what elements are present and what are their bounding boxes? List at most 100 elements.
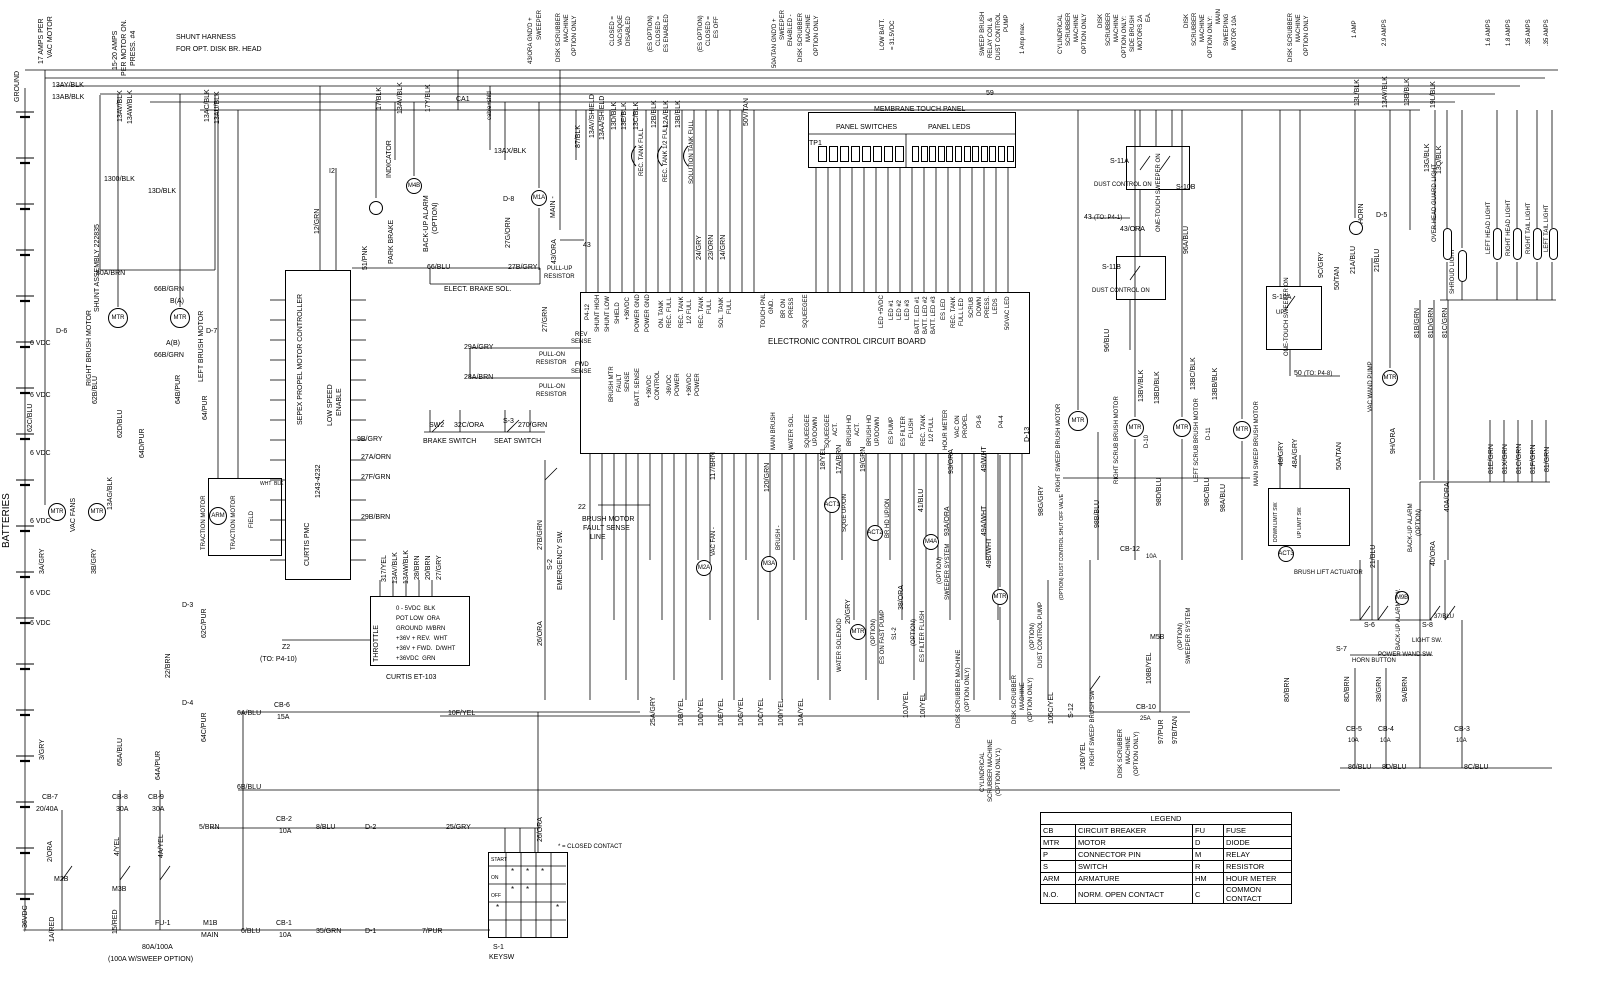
wire-label: ES OFF [714, 16, 720, 38]
wire-label: OVER HEAD GUARD LIGHT [1432, 163, 1438, 242]
wire-line [1429, 605, 1441, 621]
wire-label: cable+shld [487, 91, 493, 120]
legend-cell: ARMATURE [1075, 872, 1193, 885]
legend-cell: C [1192, 884, 1224, 904]
wire-label: 26/ORA [537, 621, 544, 646]
wire-label: 27B/GRN [537, 520, 544, 550]
wire-label: LINE [590, 534, 606, 541]
legend-cell: M [1192, 848, 1224, 861]
wire-label: 40/ORA [1430, 541, 1437, 566]
wire-label: 48A/GRY [1292, 438, 1299, 468]
legend-cell: RESISTOR [1223, 860, 1292, 873]
wire-label: 12/GRN [314, 208, 321, 234]
wire-label: RIGHT SWEEP BRUSH SW [1090, 690, 1096, 766]
relay-circle: M9B [1395, 591, 1409, 605]
wire-label: 1.6 AMPS [1486, 19, 1492, 46]
wire-label: SOLUTION TANK FULL [689, 119, 695, 184]
wire-label: SHUNT ASSEMBLY 222835 [94, 224, 101, 312]
actuator-circle: ACT1 [824, 497, 840, 513]
wire-label: 4/YEL [114, 836, 121, 856]
wire-label: (ES OPTION) [648, 15, 654, 52]
wire-label: START [491, 857, 507, 863]
wire-label: 27F/GRN [361, 474, 391, 481]
wire-label: I2 [329, 168, 335, 175]
wire-label: 35/GRN [316, 928, 342, 935]
wire-label: MACHINE [1200, 14, 1206, 42]
wire-label: 3A/GRY [39, 548, 46, 574]
wire-label: CB-1 [276, 920, 292, 927]
wire-label: DISK SCRUBBER [1012, 674, 1018, 724]
wire-label: RIGHT HEAD LIGHT [1506, 199, 1512, 256]
legend-title-row: LEGEND [1040, 812, 1292, 825]
wire-label: BACK-UP ALARM [423, 195, 430, 252]
motor-circle: MTR [992, 589, 1008, 605]
legend-cell: D [1192, 836, 1224, 849]
wire-label: 4A/YEL [158, 834, 165, 858]
one-touch-sweeper-switch-box [1126, 146, 1190, 190]
wire-label: 20/BRN [425, 555, 432, 580]
wire-label: HORN BUTTON [1352, 658, 1396, 664]
wire-label: DUST CONTROL [996, 12, 1002, 60]
wire-label: 98A/BLU [1220, 483, 1227, 512]
wire-label: D-10 [1144, 434, 1150, 448]
wire-line [1359, 605, 1371, 621]
wire-line [544, 467, 558, 481]
wire-label: 13AV/BLK [1382, 76, 1389, 108]
wire-label: DISK SCRUBBER [1288, 12, 1294, 62]
wire-label: CB-5 [1346, 726, 1362, 733]
wire-label: (TO: P4-10) [260, 656, 297, 663]
wire-line [1444, 605, 1456, 621]
wire-label: 64B/PUR [175, 374, 182, 404]
wire-label: 25A [1140, 716, 1151, 722]
wire-label: CURTIS ET-103 [386, 674, 437, 681]
wire-label: SEAT SWITCH [494, 438, 542, 445]
wire-label: 12B/BLK [651, 100, 658, 128]
wire-label: 7/PUR [422, 928, 443, 935]
wire-label: LEFT SCRUB BRUSH MOTOR [1194, 398, 1200, 482]
wire-label: 9H/ORA [1390, 427, 1397, 454]
wire-label: (OPTION) [1030, 623, 1036, 650]
wire-label: 13B/BLK [1404, 78, 1411, 106]
wire-label: S-10A [1272, 294, 1292, 301]
wire-label: 21A/BLU [1350, 245, 1357, 274]
wire-label: +36V + REV. WHT [396, 636, 448, 642]
panel-switch-icon [829, 146, 838, 162]
wire-label: 17 AMPS PER [38, 18, 45, 64]
panel-led-icon [998, 146, 1005, 162]
panel-led-icon [1006, 146, 1014, 162]
wire-label: ELECTRONIC CONTROL CIRCUIT BOARD [768, 337, 926, 346]
wire-label: FWD [575, 362, 589, 368]
wire-label: PULL-ON [539, 352, 566, 358]
wire-label: RIGHT SCRUB BRUSH MOTOR [1114, 396, 1120, 484]
wire-label: * [511, 885, 515, 894]
wire-label: 29A/GRY [464, 344, 494, 351]
wire-label: S-12 [1068, 703, 1075, 718]
wire-label: 81/GRN [1544, 446, 1551, 472]
wire-label: 20/40A [36, 806, 59, 813]
wire-label: 19L/BLK [1430, 81, 1437, 108]
wire-label: .35 AMPS [1526, 19, 1532, 46]
wire-line [1284, 295, 1296, 311]
wire-label: 10J/YEL [903, 691, 910, 718]
wire-label: SWEEPER [537, 9, 543, 40]
wire-label: MACHINE [1114, 14, 1120, 42]
wire-label: CB-10 [1136, 704, 1156, 711]
relay-circle: M3A [761, 556, 777, 572]
wire-label: OPTION ONLY: [1122, 16, 1128, 58]
wire-label: SCRUBBER [1192, 12, 1198, 46]
wire-label: MAIN SWEEP BRUSH MOTOR [1254, 401, 1260, 486]
wire-label: UP [1276, 310, 1285, 316]
wire-label: 117/BRN [710, 452, 717, 480]
wire-label: DISK [1184, 13, 1190, 28]
wire-label: 64C/PUR [201, 712, 208, 742]
wire-label: MOTORS 2A [1138, 14, 1144, 50]
wire-label: A(B) [166, 340, 180, 347]
wire-label: DISK SCRUBBER [1118, 728, 1124, 778]
panel-led-icon [920, 146, 928, 162]
wire-label: CB-6 [274, 702, 290, 709]
one-touch-sweeper-switch-box [1266, 286, 1322, 350]
